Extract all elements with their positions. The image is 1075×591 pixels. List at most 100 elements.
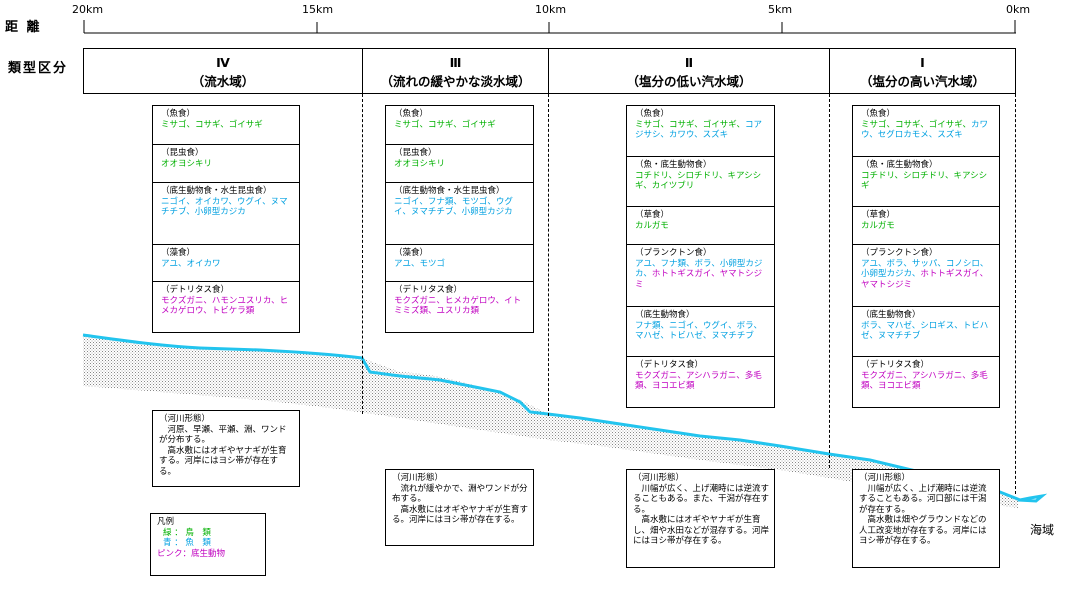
legend-item-blue: 青 ： 魚 類 <box>163 538 211 548</box>
food-group-heading: （底生動物食・水生昆虫食） <box>161 186 272 196</box>
food-group-cell: （底生動物食・水生昆虫食）ニゴイ、フナ類、モツゴ、ウグイ、ヌマチチブ、小卵型カジ… <box>386 183 533 245</box>
species-names: カルガモ <box>635 220 669 231</box>
food-group-heading: （デトリタス食） <box>635 360 704 370</box>
zone-numeral: Ⅰ <box>920 55 925 70</box>
food-group-cell: （草食）カルガモ <box>627 207 774 245</box>
species-list: オオヨシキリ <box>394 159 529 170</box>
food-group-heading: （プランクトン食） <box>635 248 712 258</box>
species-names: アユ、モツゴ <box>394 258 446 269</box>
species-names: オオヨシキリ <box>394 158 446 169</box>
note-title: （河川形態） <box>633 473 685 483</box>
species-names: コチドリ、シロチドリ、キアシシギ、カイツブリ <box>635 170 762 192</box>
food-group-cell: （魚食）ミサゴ、コサギ、ゴイサギ <box>386 106 533 145</box>
food-group-heading: （デトリタス食） <box>394 285 463 295</box>
species-names: モクズガニ、ヒメカゲロウ、イトミミズ類、ユスリカ類 <box>394 295 522 317</box>
food-group-cell: （魚・底生動物食）コチドリ、シロチドリ、キアシシギ、カイツブリ <box>627 157 774 207</box>
species-names: カワウ、セグロカモメ、スズキ <box>861 119 989 141</box>
tick-label-0km: 0km <box>1006 3 1031 16</box>
note-title: （河川形態） <box>392 473 444 483</box>
zone-numeral: Ⅲ <box>449 55 462 70</box>
legend-title: 凡例 <box>157 517 175 527</box>
river-form-note-ii: （河川形態） 川幅が広く、上げ潮時には逆流することもある。また、干潟が存在する。… <box>626 469 775 568</box>
zone-divider <box>548 94 549 416</box>
food-group-cell: （デトリタス食）モクズガニ、ハモンユスリカ、ヒメカゲロウ、トビケラ類 <box>153 282 299 332</box>
species-list: アユ、フナ類、ボラ、小卵型カジカ、ホトトギスガイ、ヤマトシジミ <box>635 259 770 291</box>
species-list: ミサゴ、コサギ、ゴイサギ <box>161 120 295 131</box>
food-group-heading: （底生動物食・水生昆虫食） <box>394 186 505 196</box>
species-list: モクズガニ、アシハラガニ、多毛類、ヨコエビ類 <box>635 371 770 392</box>
food-group-cell: （魚・底生動物食）コチドリ、シロチドリ、キアシシギ <box>853 157 999 207</box>
river-form-note-iii: （河川形態） 流れが緩やかで、淵やワンドが分布する。 高水敷にはオギやヤナギが生… <box>385 469 534 546</box>
species-list: ボラ、マハゼ、シロギス、トビハゼ、ヌマチチブ <box>861 321 995 342</box>
tick-label-20km: 20km <box>72 3 104 16</box>
distance-label: 距 離 <box>5 20 42 35</box>
note-title: （河川形態） <box>159 414 211 424</box>
species-list: ニゴイ、オイカワ、ウグイ、ヌマチチブ、小卵型カジカ <box>161 197 295 218</box>
tick-label-5km: 5km <box>768 3 793 16</box>
food-group-heading: （デトリタス食） <box>861 360 930 370</box>
zone-name: （流水域） <box>191 74 255 89</box>
food-group-heading: （底生動物食） <box>635 310 695 320</box>
river-form-note-iv: （河川形態） 河原、早瀬、平瀬、淵、ワンドが分布する。 高水敷にはオギやヤナギが… <box>152 410 300 487</box>
species-list: ミサゴ、コサギ、ゴイサギ、カワウ、セグロカモメ、スズキ <box>861 120 995 141</box>
food-group-heading: （藻食） <box>161 248 196 258</box>
food-group-cell: （藻食）アユ、モツゴ <box>386 245 533 282</box>
food-group-heading: （昆虫食） <box>161 148 204 158</box>
species-list: ミサゴ、コサギ、ゴイサギ <box>394 120 529 131</box>
food-group-heading: （昆虫食） <box>394 148 437 158</box>
food-group-cell: （魚食）ミサゴ、コサギ、ゴイサギ、カワウ、セグロカモメ、スズキ <box>853 106 999 157</box>
species-box-iv: （魚食）ミサゴ、コサギ、ゴイサギ （昆虫食）オオヨシキリ （底生動物食・水生昆虫… <box>152 105 300 333</box>
food-group-cell: （昆虫食）オオヨシキリ <box>386 145 533 183</box>
food-group-cell: （デトリタス食）モクズガニ、アシハラガニ、多毛類、ヨコエビ類 <box>627 357 774 407</box>
species-names: アユ、オイカワ <box>161 258 221 269</box>
species-list: アユ、ボラ、サッパ、コノシロ、小卵型カジカ、ホトトギスガイ、ヤマトシジミ <box>861 259 995 291</box>
species-list: アユ、モツゴ <box>394 259 529 270</box>
species-list: ニゴイ、フナ類、モツゴ、ウグイ、ヌマチチブ、小卵型カジカ <box>394 197 529 218</box>
species-box-i: （魚食）ミサゴ、コサギ、ゴイサギ、カワウ、セグロカモメ、スズキ （魚・底生動物食… <box>852 105 1000 408</box>
food-group-heading: （魚食） <box>161 109 196 119</box>
species-names: ニゴイ、オイカワ、ウグイ、ヌマチチブ、小卵型カジカ <box>161 196 288 218</box>
legend: 凡例 緑 ： 鳥 類 青 ： 魚 類 ピンク：底生動物 <box>150 513 266 576</box>
zone-header-i: Ⅰ （塩分の高い汽水域） <box>829 48 1016 94</box>
species-names: カルガモ <box>861 220 895 231</box>
zone-name: （塩分の高い汽水域） <box>859 74 985 89</box>
food-group-heading: （草食） <box>635 210 670 220</box>
note-text: 流れが緩やかで、淵やワンドが分布する。 高水敷にはオギやヤナギが生育する。河岸に… <box>392 483 529 526</box>
species-list: アユ、オイカワ <box>161 259 295 270</box>
species-names: モクズガニ、アシハラガニ、多毛類、ヨコエビ類 <box>861 370 988 392</box>
species-names: モクズガニ、アシハラガニ、多毛類、ヨコエビ類 <box>635 370 762 392</box>
tick-label-15km: 15km <box>302 3 334 16</box>
zone-header-iv: Ⅳ （流水域） <box>83 48 363 94</box>
species-list: カルガモ <box>861 221 995 232</box>
food-group-cell: （草食）カルガモ <box>853 207 999 245</box>
species-names: オオヨシキリ <box>161 158 213 169</box>
species-names: ホトトギスガイ、ヤマトシジミ <box>635 269 763 290</box>
species-names: フナ類、ニゴイ、ウグイ、ボラ、マハゼ、トビハゼ、ヌマチチブ <box>635 320 762 342</box>
species-list: コチドリ、シロチドリ、キアシシギ、カイツブリ <box>635 171 770 192</box>
food-group-cell: （底生動物食）フナ類、ニゴイ、ウグイ、ボラ、マハゼ、トビハゼ、ヌマチチブ <box>627 307 774 357</box>
food-group-cell: （昆虫食）オオヨシキリ <box>153 145 299 183</box>
species-list: ミサゴ、コサギ、ゴイサギ、コアジサシ、カワウ、スズキ <box>635 120 770 141</box>
species-names: ボラ、マハゼ、シロギス、トビハゼ、ヌマチチブ <box>861 320 989 342</box>
type-classification-label: 類型区分 <box>8 61 69 76</box>
food-group-heading: （魚食） <box>394 109 429 119</box>
food-group-cell: （プランクトン食）アユ、ボラ、サッパ、コノシロ、小卵型カジカ、ホトトギスガイ、ヤ… <box>853 245 999 307</box>
species-names: ミサゴ、コサギ、ゴイサギ <box>161 119 263 130</box>
food-group-heading: （魚食） <box>635 109 670 119</box>
food-group-cell: （デトリタス食）モクズガニ、ヒメカゲロウ、イトミミズ類、ユスリカ類 <box>386 282 533 332</box>
food-group-cell: （藻食）アユ、オイカワ <box>153 245 299 282</box>
river-form-note-i: （河川形態） 川幅が広く、上げ潮時には逆流することもある。河口部には干潟が存在す… <box>852 469 1000 568</box>
food-group-cell: （プランクトン食）アユ、フナ類、ボラ、小卵型カジカ、ホトトギスガイ、ヤマトシジミ <box>627 245 774 307</box>
food-group-cell: （底生動物食）ボラ、マハゼ、シロギス、トビハゼ、ヌマチチブ <box>853 307 999 357</box>
food-group-heading: （草食） <box>861 210 896 220</box>
species-names: ニゴイ、フナ類、モツゴ、ウグイ、ヌマチチブ、小卵型カジカ <box>394 196 513 218</box>
species-names: アユ、フナ類、ボラ、小卵型カジカ、 <box>635 258 763 280</box>
zone-header-iii: Ⅲ （流れの緩やかな淡水域） <box>362 48 549 94</box>
species-list: カルガモ <box>635 221 770 232</box>
zone-name: （塩分の低い汽水域） <box>626 74 752 89</box>
species-list: フナ類、ニゴイ、ウグイ、ボラ、マハゼ、トビハゼ、ヌマチチブ <box>635 321 770 342</box>
tick-label-10km: 10km <box>535 3 567 16</box>
riverbed-profile <box>83 335 1018 508</box>
legend-item-green: 緑 ： 鳥 類 <box>163 527 211 538</box>
water-surface-line <box>82 333 1048 503</box>
